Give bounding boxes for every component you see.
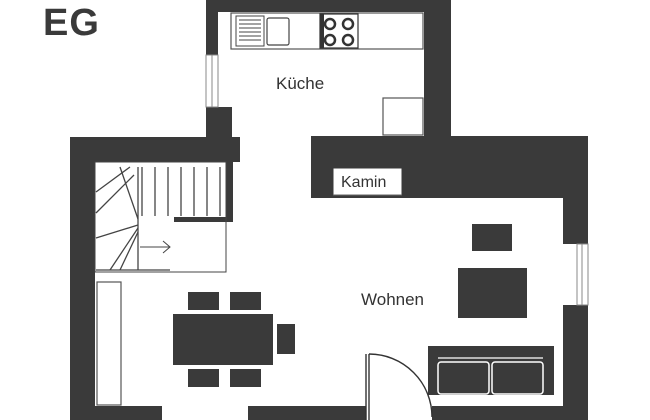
- staircase: [94, 161, 227, 273]
- dining-chair: [188, 292, 219, 310]
- floor-label: EG: [43, 2, 100, 44]
- bottom-wall-left: [70, 406, 162, 420]
- right-wall-lower: [563, 305, 588, 420]
- walls: [70, 0, 588, 420]
- burner: [341, 33, 355, 47]
- armchair: [472, 224, 512, 251]
- dining-chair: [277, 324, 295, 354]
- stair-wall-right: [226, 158, 233, 221]
- dining-chair: [230, 369, 261, 387]
- sink: [235, 15, 265, 47]
- coffee-table: [458, 268, 527, 318]
- living-furniture: [458, 224, 527, 318]
- dining-chair: [230, 292, 261, 310]
- right-wall-upper: [563, 136, 588, 244]
- kitchen-counter: [230, 12, 424, 50]
- fireplace-niche: [332, 167, 403, 196]
- bottom-wall-right: [432, 406, 588, 420]
- kitchen-wall-left-upper: [206, 0, 218, 55]
- bottom-wall-middle: [248, 406, 366, 420]
- stair-wall-bottom: [174, 217, 233, 222]
- dining-table: [173, 314, 273, 365]
- burner: [323, 17, 337, 31]
- sofa: [428, 346, 554, 395]
- left-wall: [70, 137, 95, 420]
- entrance-door: [365, 353, 433, 420]
- windows: [205, 54, 589, 306]
- room-label-fireplace: Kamin: [341, 174, 387, 191]
- kitchen-wall-right: [424, 0, 451, 136]
- sink-basin: [266, 17, 290, 46]
- burner: [323, 33, 337, 47]
- dining-set: [173, 292, 295, 387]
- fridge: [382, 97, 424, 136]
- kitchen-wall-top: [206, 0, 451, 12]
- burner: [341, 17, 355, 31]
- room-label-kitchen: Küche: [276, 74, 325, 93]
- sideboard: [96, 281, 122, 406]
- upper-left-wall: [70, 137, 240, 162]
- dining-chair: [188, 369, 219, 387]
- room-label-living: Wohnen: [361, 290, 425, 309]
